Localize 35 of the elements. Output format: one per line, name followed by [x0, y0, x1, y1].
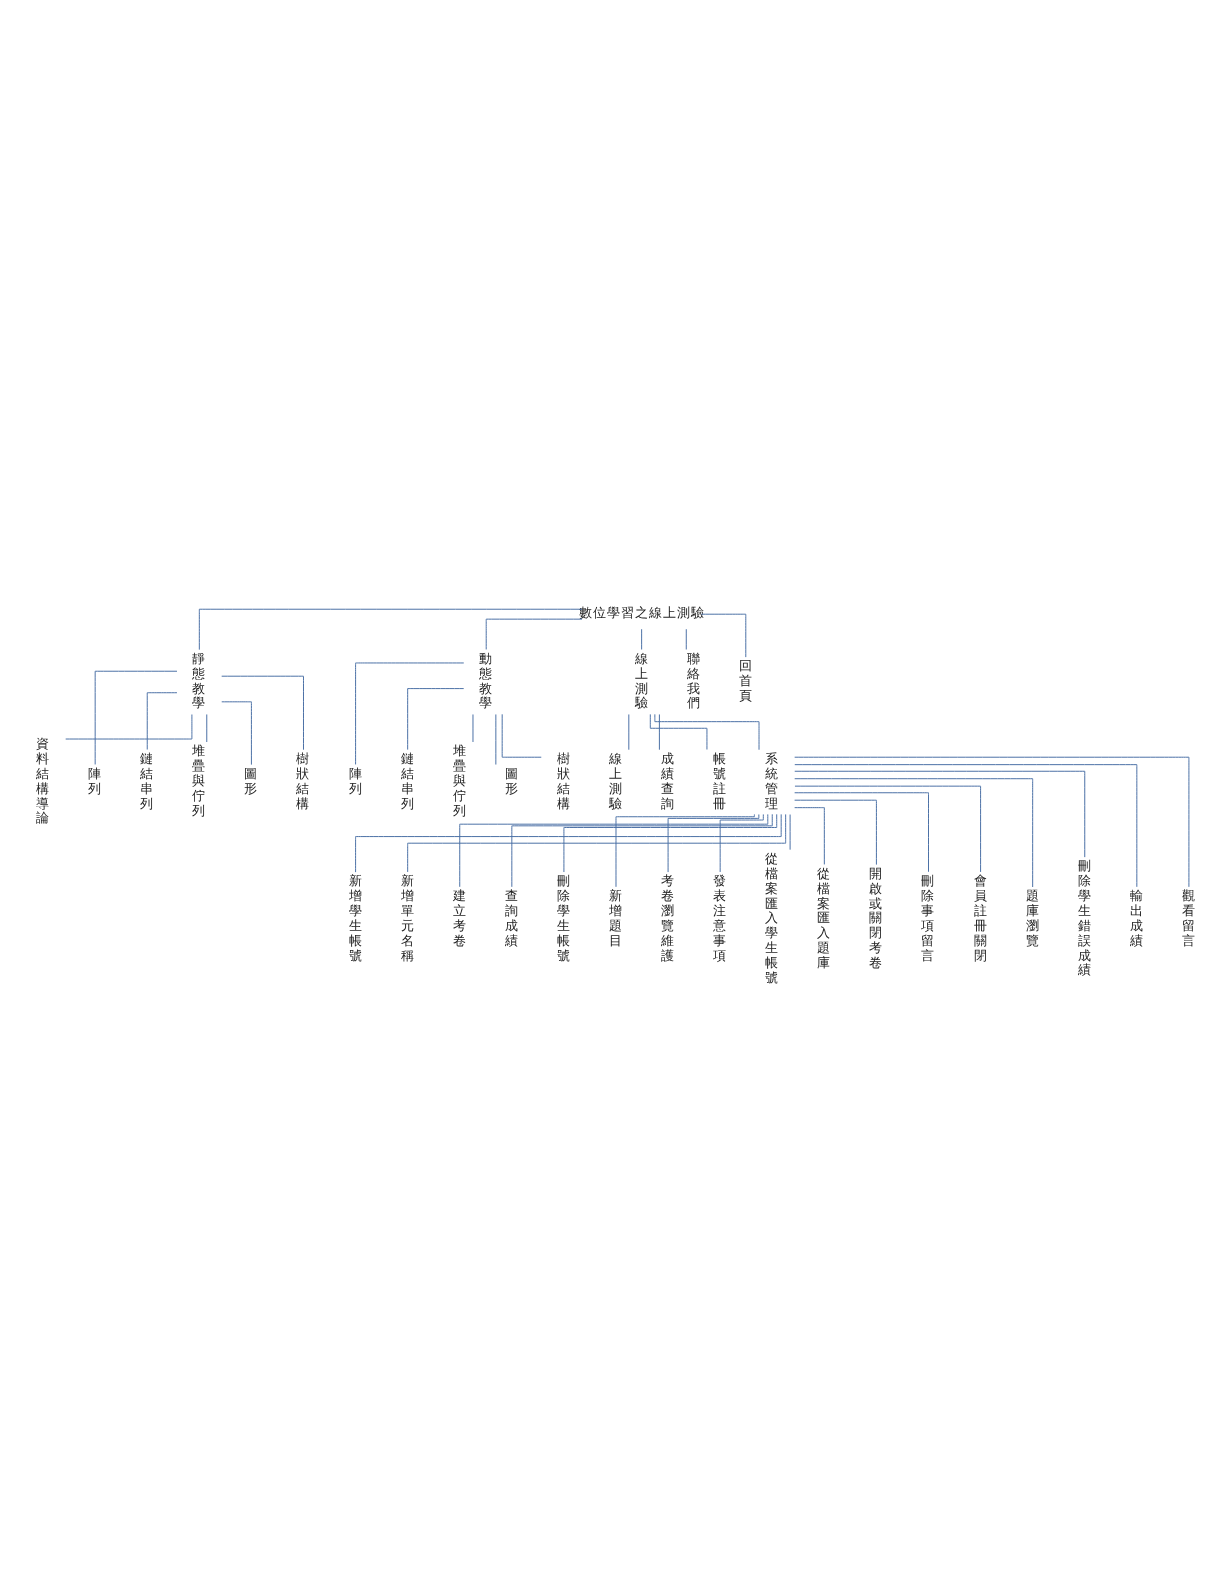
- connector: [485, 618, 583, 650]
- connector: [511, 813, 773, 888]
- connector: [146, 692, 178, 750]
- connector: [641, 628, 643, 650]
- connector: [355, 662, 465, 765]
- connector: [94, 670, 178, 765]
- connector: [206, 713, 208, 743]
- connector: [794, 785, 982, 873]
- connector: [615, 813, 755, 888]
- connector: [198, 608, 583, 651]
- connector: [501, 713, 542, 758]
- connector: [794, 799, 877, 866]
- connector: [459, 813, 769, 888]
- connector: [794, 778, 1034, 888]
- connector: [628, 713, 630, 751]
- connector: [794, 756, 1190, 888]
- connector: [563, 813, 778, 873]
- connector: [658, 713, 660, 751]
- connector: [719, 813, 764, 873]
- connector: [221, 701, 252, 766]
- connector: [495, 713, 497, 766]
- connector: [221, 675, 304, 751]
- connector: [407, 688, 465, 751]
- connector: [794, 770, 1086, 858]
- connector: [789, 814, 791, 851]
- connector: [794, 792, 929, 873]
- connector: [667, 814, 760, 873]
- connector: [700, 613, 747, 658]
- connector: [65, 714, 193, 740]
- connector: [794, 807, 825, 865]
- connector: [649, 713, 708, 750]
- connector: [654, 713, 760, 751]
- connector: [685, 628, 687, 650]
- connector: [794, 764, 1138, 888]
- connector: [472, 713, 474, 743]
